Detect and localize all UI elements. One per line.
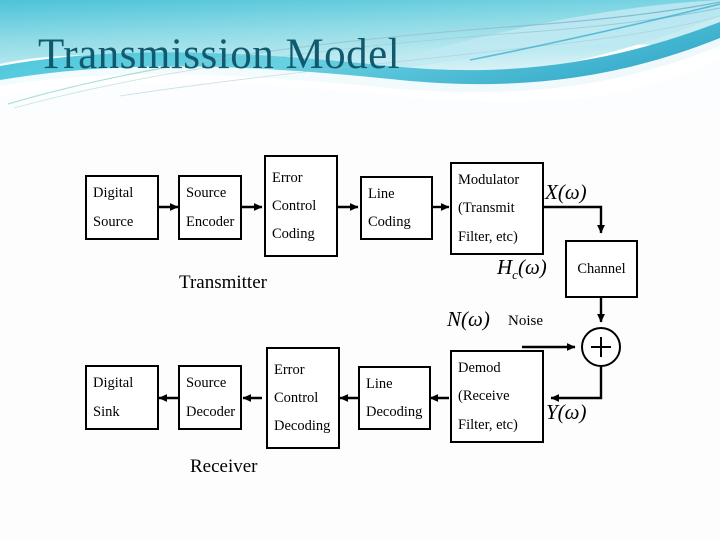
section-label-transmitter: Transmitter [179, 272, 267, 293]
block-line-decoding[interactable]: Line Decoding [358, 366, 431, 430]
block-line: Digital [93, 375, 134, 392]
block-demodulator[interactable]: Demod (Receive Filter, etc) [450, 350, 544, 443]
channel-response-subscript: c [512, 267, 518, 283]
path-adder-to-demod [550, 365, 603, 402]
block-source-decoder[interactable]: Source Decoder [178, 365, 242, 430]
section-label-receiver: Receiver [190, 456, 258, 477]
block-line: Source [186, 185, 227, 202]
signal-label-noise-symbol: N(ω) [447, 307, 490, 331]
signal-label-channel-response: Hc(ω) [497, 255, 547, 283]
page-title: Transmission Model [38, 31, 401, 78]
signal-label-transmitted: X(ω) [545, 180, 587, 204]
signal-label-noise-word: Noise [508, 313, 543, 329]
block-line: Decoding [366, 404, 423, 420]
block-line: Demod [458, 360, 501, 377]
block-digital-source[interactable]: Digital Source [85, 175, 159, 240]
block-line: Source [186, 375, 227, 392]
block-line: (Receive [458, 388, 510, 405]
block-line: Modulator [458, 172, 520, 189]
channel-response-tail: (ω) [517, 255, 547, 279]
block-line: (Transmit [458, 200, 515, 217]
block-line: Decoding [274, 418, 331, 435]
block-line: Encoder [186, 213, 235, 230]
block-line: Sink [93, 403, 120, 420]
block-line: Coding [272, 226, 315, 243]
block-line: Digital [93, 185, 134, 202]
block-line: Filter, etc) [458, 416, 518, 433]
block-line: Error [272, 169, 303, 186]
block-modulator[interactable]: Modulator (Transmit Filter, etc) [450, 162, 544, 255]
block-line: Filter, etc) [458, 228, 518, 245]
summing-junction-circle [581, 327, 621, 367]
block-line: Control [272, 197, 317, 214]
block-line: Line [368, 185, 395, 202]
block-line: Decoder [186, 403, 236, 420]
block-channel[interactable]: Channel [565, 240, 638, 298]
block-line: Channel [577, 260, 626, 277]
block-source-encoder[interactable]: Source Encoder [178, 175, 242, 240]
path-modulator-to-channel [544, 205, 605, 234]
block-line: Coding [368, 214, 411, 230]
block-digital-sink[interactable]: Digital Sink [85, 365, 159, 430]
signal-label-received: Y(ω) [546, 400, 587, 424]
block-error-control-coding[interactable]: Error Control Coding [264, 155, 338, 257]
block-line: Control [274, 389, 319, 406]
block-line-coding[interactable]: Line Coding [360, 176, 433, 240]
block-line: Error [274, 361, 305, 378]
channel-response-main: H [497, 255, 513, 279]
block-error-control-decoding[interactable]: Error Control Decoding [266, 347, 340, 449]
block-line: Source [93, 213, 134, 230]
block-line: Line [366, 375, 393, 392]
